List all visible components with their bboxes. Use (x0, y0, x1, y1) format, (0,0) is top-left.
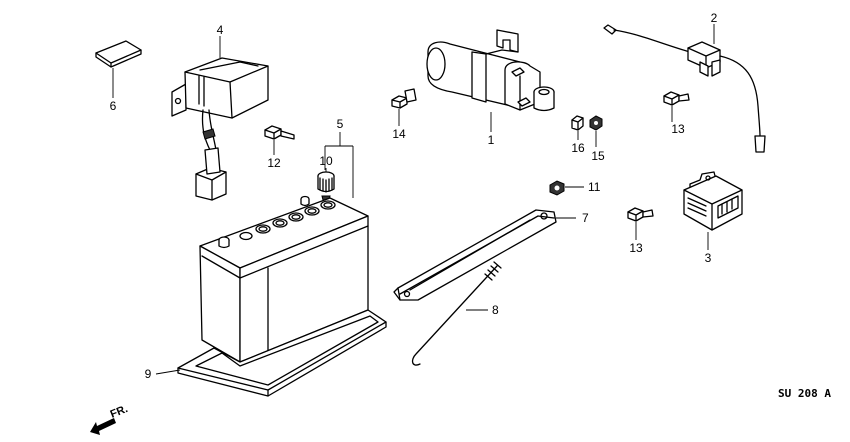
part-3-unit (683, 171, 743, 231)
part-12-bolt (264, 125, 295, 140)
part-1-coil (426, 29, 555, 112)
part-13-bolt-lower (627, 207, 654, 222)
callout-12: 12 (267, 156, 281, 170)
callout-8: 8 (492, 303, 499, 317)
callout-15: 15 (591, 149, 605, 163)
callout-4: 4 (217, 23, 224, 37)
part-15-nut (589, 115, 603, 131)
part-6-plate (95, 40, 142, 68)
callout-3: 3 (705, 251, 712, 265)
callout-11: 11 (588, 180, 601, 194)
part-7-bar (393, 209, 557, 301)
callout-13-upper: 13 (671, 122, 685, 136)
part-11-nut (549, 180, 565, 196)
callout-2: 2 (711, 11, 718, 25)
callout-7: 7 (582, 211, 589, 225)
callout-9: 9 (145, 367, 152, 381)
callout-6: 6 (110, 99, 117, 113)
part-2-sensor (603, 24, 766, 153)
callout-5: 5 (337, 117, 344, 131)
part-8-rod (411, 261, 502, 366)
callout-13-lower: 13 (629, 241, 643, 255)
callout-14: 14 (392, 127, 406, 141)
diagram-code: SU 208 A (778, 387, 831, 400)
part-13-bolt-upper (663, 91, 690, 106)
part-9-tray (177, 309, 387, 397)
front-arrow-icon (90, 418, 116, 435)
callout-16: 16 (571, 141, 585, 155)
part-10-cap (317, 171, 335, 201)
callout-10: 10 (319, 154, 333, 168)
part-16-washer (571, 115, 584, 131)
part-4-relay (171, 57, 269, 201)
part-14-bolt (391, 88, 417, 109)
callout-1: 1 (488, 133, 495, 147)
front-label: FR. (109, 403, 130, 421)
